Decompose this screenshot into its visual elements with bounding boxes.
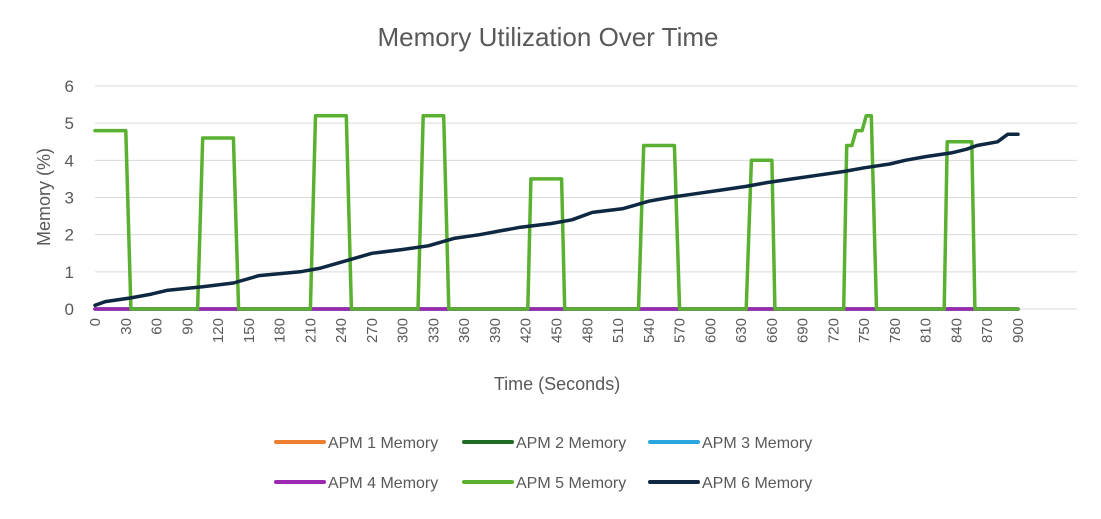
chart-title: Memory Utilization Over Time xyxy=(378,22,719,52)
y-tick-label: 0 xyxy=(65,300,74,319)
legend-label-apm-6: APM 6 Memory xyxy=(702,475,812,492)
x-tick-label: 270 xyxy=(364,318,381,343)
series-line-apm-6 xyxy=(93,132,1020,308)
x-tick-label: 690 xyxy=(795,318,812,343)
x-tick-label: 360 xyxy=(456,318,473,343)
x-tick-label: 420 xyxy=(518,318,535,343)
series-lines xyxy=(93,113,1020,311)
y-tick-label: 5 xyxy=(65,114,74,133)
x-tick-label: 750 xyxy=(856,318,873,343)
x-axis-label: Time (Seconds) xyxy=(494,374,620,394)
x-tick-label: 330 xyxy=(425,318,442,343)
legend-label-apm-2: APM 2 Memory xyxy=(516,435,626,452)
x-tick-label: 510 xyxy=(610,318,627,343)
x-tick-label: 600 xyxy=(702,318,719,343)
x-tick-label: 630 xyxy=(733,318,750,343)
x-tick-label: 540 xyxy=(641,318,658,343)
y-tick-label: 3 xyxy=(65,189,74,208)
y-tick-label: 6 xyxy=(65,77,74,96)
x-tick-label: 900 xyxy=(1010,318,1027,343)
x-tick-label: 210 xyxy=(302,318,319,343)
x-tick-label: 480 xyxy=(579,318,596,343)
x-tick-label: 450 xyxy=(549,318,566,343)
x-tick-label: 660 xyxy=(764,318,781,343)
x-tick-label: 720 xyxy=(825,318,842,343)
legend-label-apm-4: APM 4 Memory xyxy=(328,475,438,492)
x-tick-label: 300 xyxy=(395,318,412,343)
x-tick-label: 870 xyxy=(979,318,996,343)
series-line-apm-5 xyxy=(93,113,1020,311)
x-tick-label: 180 xyxy=(272,318,289,343)
x-tick-label: 390 xyxy=(487,318,504,343)
x-tick-label: 240 xyxy=(333,318,350,343)
x-tick-label: 570 xyxy=(672,318,689,343)
x-tick-label: 120 xyxy=(210,318,227,343)
x-tick-label: 60 xyxy=(149,318,166,335)
gridlines xyxy=(95,85,1077,310)
x-tick-label: 30 xyxy=(118,318,135,335)
y-axis-label: Memory (%) xyxy=(34,148,54,246)
x-tick-label: 90 xyxy=(179,318,196,335)
x-tick-label: 840 xyxy=(948,318,965,343)
legend-label-apm-1: APM 1 Memory xyxy=(328,435,438,452)
x-axis-ticks: 0 30 60 90 120 150 180 210 240 270 300 330 360 390 420… xyxy=(87,318,1027,343)
legend: APM 1 Memory APM 2 Memory APM 3 MemoryAPM … xyxy=(274,435,812,492)
x-tick-label: 810 xyxy=(918,318,935,343)
legend-label-apm-5: APM 5 Memory xyxy=(516,475,626,492)
x-tick-label: 150 xyxy=(241,318,258,343)
y-tick-label: 2 xyxy=(65,226,74,245)
x-tick-label: 0 xyxy=(87,318,104,326)
legend-label-apm-3: APM 3 Memory xyxy=(702,435,812,452)
y-axis-ticks: 0 1 2 3 4 5 6 xyxy=(65,77,74,319)
x-tick-label: 780 xyxy=(887,318,904,343)
y-tick-label: 1 xyxy=(65,263,74,282)
y-tick-label: 4 xyxy=(65,151,74,170)
